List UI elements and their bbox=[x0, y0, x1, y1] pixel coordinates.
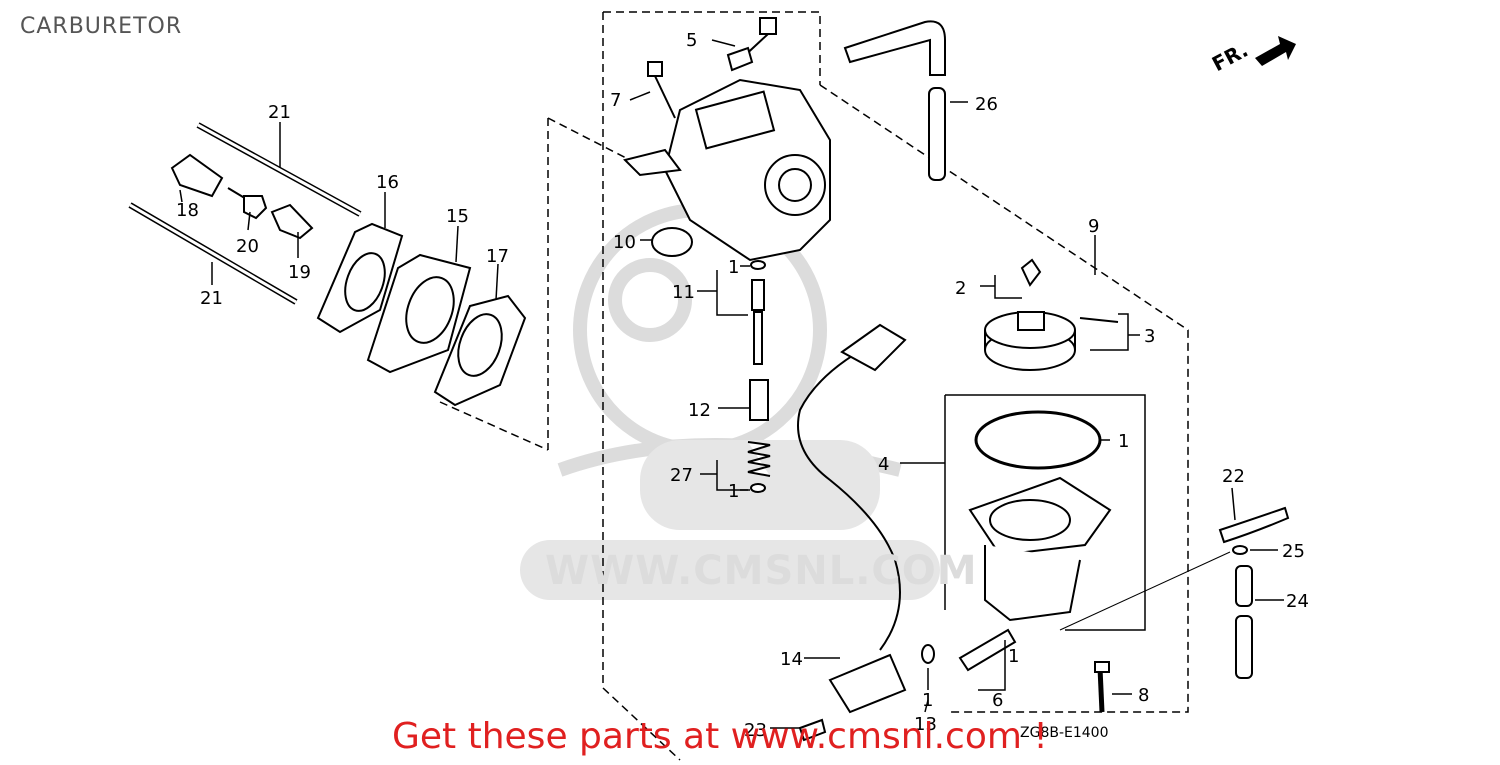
washer-25 bbox=[1232, 545, 1248, 555]
screw-7 bbox=[647, 61, 676, 119]
callout-25: 25 bbox=[1282, 541, 1305, 562]
float-3 bbox=[984, 311, 1119, 371]
fuel-line-link bbox=[1059, 551, 1231, 631]
assembly-boundary bbox=[439, 11, 1189, 761]
insulator-15 bbox=[366, 253, 472, 374]
callout-9: 9 bbox=[1088, 216, 1099, 237]
callout-8: 8 bbox=[1138, 685, 1149, 706]
callout-11: 11 bbox=[672, 282, 695, 303]
leader-lines bbox=[179, 39, 1284, 729]
callout-21-lower: 21 bbox=[200, 288, 223, 309]
callout-4: 4 bbox=[878, 454, 889, 475]
cap-10 bbox=[651, 227, 693, 257]
callout-1-upper-needle: 1 bbox=[728, 257, 739, 278]
washer-13 bbox=[921, 644, 935, 664]
callout-16: 16 bbox=[376, 172, 399, 193]
callout-1-jet: 1 bbox=[728, 481, 739, 502]
callout-1-screw: 1 bbox=[1008, 646, 1019, 667]
bracket-18 bbox=[170, 153, 224, 198]
front-arrow-icon bbox=[1255, 36, 1296, 66]
callout-20: 20 bbox=[236, 236, 259, 257]
screw-6 bbox=[958, 628, 1017, 672]
page-title: CARBURETOR bbox=[20, 14, 183, 39]
callout-1-oring: 1 bbox=[1118, 431, 1129, 452]
stud-bolt-upper bbox=[196, 122, 362, 217]
clip-22 bbox=[1218, 506, 1290, 544]
callout-19: 19 bbox=[288, 262, 311, 283]
callout-12: 12 bbox=[688, 400, 711, 421]
needle-11 bbox=[750, 260, 766, 365]
callout-13: 13 bbox=[914, 714, 937, 735]
screw-5 bbox=[726, 17, 777, 72]
callout-10: 10 bbox=[613, 232, 636, 253]
solenoid-14 bbox=[797, 323, 907, 714]
callout-3: 3 bbox=[1144, 326, 1155, 347]
float-bowl bbox=[968, 476, 1112, 622]
tube-26 bbox=[843, 20, 946, 181]
callout-15: 15 bbox=[446, 206, 469, 227]
needle-valve-2 bbox=[1020, 258, 1042, 287]
float-chamber-4 bbox=[944, 394, 1146, 631]
clip-19 bbox=[270, 203, 314, 240]
callout-5: 5 bbox=[686, 30, 697, 51]
stud-bolt-lower bbox=[128, 202, 298, 305]
callout-7: 7 bbox=[610, 90, 621, 111]
callout-22: 22 bbox=[1222, 466, 1245, 487]
callout-1-washer: 1 bbox=[922, 690, 933, 711]
gasket-17 bbox=[433, 294, 527, 407]
callout-23: 23 bbox=[744, 720, 767, 741]
callout-17: 17 bbox=[486, 246, 509, 267]
jet-12 bbox=[749, 379, 769, 421]
callout-27: 27 bbox=[670, 465, 693, 486]
spring-27 bbox=[747, 441, 771, 493]
watermark-url: WWW.CMSNL.COM bbox=[545, 548, 978, 594]
watermark-logo bbox=[557, 203, 902, 477]
callout-2: 2 bbox=[955, 278, 966, 299]
carburetor-body bbox=[623, 78, 831, 262]
gasket-16 bbox=[316, 222, 404, 334]
promo-link-text[interactable]: Get these parts at www.cmsnl.com ! bbox=[392, 716, 1048, 757]
nut-20 bbox=[227, 187, 268, 220]
bolt-8 bbox=[1094, 661, 1110, 713]
o-ring-1 bbox=[974, 410, 1102, 470]
callout-26: 26 bbox=[975, 94, 998, 115]
tube-24 bbox=[1235, 565, 1253, 679]
callout-6: 6 bbox=[992, 690, 1003, 711]
callout-21-upper: 21 bbox=[268, 102, 291, 123]
callout-14: 14 bbox=[780, 649, 803, 670]
callout-18: 18 bbox=[176, 200, 199, 221]
diagram-code: ZG8B-E1400 bbox=[1020, 725, 1109, 741]
screw-23 bbox=[798, 718, 827, 742]
callout-24: 24 bbox=[1286, 591, 1309, 612]
